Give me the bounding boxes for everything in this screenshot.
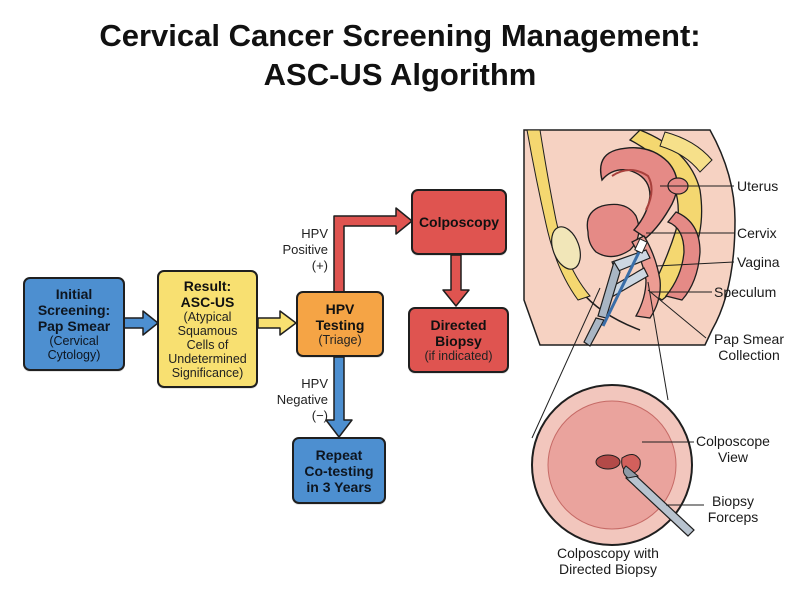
caption-line-2: Directed Biopsy xyxy=(558,561,658,577)
result-note-3: Cells of xyxy=(186,338,229,352)
label-biopsy-forceps: Biopsy Forceps xyxy=(698,493,768,525)
box-result-ascus: Result: ASC-US (Atypical Squamous Cells … xyxy=(157,270,258,388)
colposcopy-bold-1: Colposcopy xyxy=(418,214,500,230)
initial-bold-1: Initial xyxy=(55,286,93,302)
speculum xyxy=(583,249,651,347)
box-repeat-cotesting: Repeat Co-testing in 3 Years xyxy=(292,437,386,504)
caption-colposcopy-biopsy: Colposcopy with Directed Biopsy xyxy=(540,545,676,577)
positive-line-3: (+) xyxy=(311,258,328,273)
biopsy-forceps xyxy=(622,465,695,537)
repeat-bold-1: Repeat xyxy=(315,446,363,463)
bladder xyxy=(586,203,640,258)
label-hpv-negative: HPV Negative (−) xyxy=(262,376,328,424)
box-hpv-testing: HPV Testing (Triage) xyxy=(296,291,384,357)
negative-line-1: HPV xyxy=(301,376,328,391)
arrow-result-to-hpv xyxy=(257,310,297,336)
box-colposcopy: Colposcopy xyxy=(411,189,507,255)
biopsy-bold-2: Biopsy xyxy=(435,333,482,349)
negative-line-2: Negative xyxy=(276,392,328,407)
label-hpv-positive: HPV Positive (+) xyxy=(262,226,328,274)
repeat-bold-3: in 3 Years xyxy=(306,478,372,495)
negative-line-3: (−) xyxy=(311,408,328,423)
caption-line-1: Colposcopy with xyxy=(557,545,659,561)
cervical-os xyxy=(595,454,621,470)
pap-line-1: Pap Smear xyxy=(713,331,785,347)
initial-bold-3: Pap Smear xyxy=(37,318,111,334)
initial-note-1: (Cervical xyxy=(49,334,99,348)
arrow-hpv-to-colposcopy xyxy=(333,207,413,293)
arrow-hpv-to-repeat xyxy=(325,356,353,438)
result-note-4: Undetermined xyxy=(168,352,247,366)
arrow-colposcopy-to-biopsy xyxy=(442,254,470,307)
biopsy-bold-1: Directed xyxy=(430,317,487,333)
label-cervix: Cervix xyxy=(737,225,777,241)
result-bold-2: ASC-US xyxy=(180,294,235,310)
repeat-bold-2: Co-testing xyxy=(304,462,374,479)
hpv-bold-2: Testing xyxy=(315,317,365,333)
result-note-5: Significance) xyxy=(171,366,244,380)
result-note-2: Squamous xyxy=(177,324,238,338)
label-uterus: Uterus xyxy=(737,178,779,194)
label-colposcope-view: Colposcope View xyxy=(690,433,776,465)
box-directed-biopsy: Directed Biopsy (if indicated) xyxy=(408,307,509,373)
label-speculum: Speculum xyxy=(714,284,777,300)
zoom-line-right xyxy=(647,281,669,401)
colpo-line-2: View xyxy=(717,449,749,465)
uterus xyxy=(599,147,678,239)
hpv-bold-1: HPV xyxy=(325,301,355,317)
biopsy-note-1: (if indicated) xyxy=(424,349,493,363)
colpo-line-1: Colposcope xyxy=(696,433,770,449)
label-pap-smear-collection: Pap Smear Collection xyxy=(704,331,794,363)
positive-line-1: HPV xyxy=(301,226,328,241)
fat-layer-front xyxy=(526,129,591,301)
page-title-line1: Cervical Cancer Screening Management: xyxy=(99,18,701,53)
rectum xyxy=(664,211,701,301)
hpv-note-1: (Triage) xyxy=(318,333,362,347)
leader-pap-smear xyxy=(647,289,707,339)
box-initial-screening: Initial Screening: Pap Smear (Cervical C… xyxy=(23,277,125,371)
forceps-line-2: Forceps xyxy=(707,509,759,525)
pubic-bone xyxy=(551,226,581,270)
pap-smear-brush xyxy=(601,238,648,327)
positive-line-2: Positive xyxy=(282,242,328,257)
arrow-initial-to-result xyxy=(123,310,159,336)
initial-bold-2: Screening: xyxy=(37,302,111,318)
result-note-1: (Atypical xyxy=(183,310,232,324)
initial-note-2: Cytology) xyxy=(47,348,101,362)
forceps-line-1: Biopsy xyxy=(711,493,755,509)
zoom-line-left xyxy=(531,287,601,439)
leader-vagina xyxy=(655,261,735,267)
label-vagina: Vagina xyxy=(737,254,780,270)
page-title-line2: ASC-US Algorithm xyxy=(263,57,537,92)
result-bold-1: Result: xyxy=(183,278,232,294)
spine-vertebra xyxy=(659,131,713,173)
pap-line-2: Collection xyxy=(718,347,780,363)
uterus-cavity xyxy=(611,169,653,211)
